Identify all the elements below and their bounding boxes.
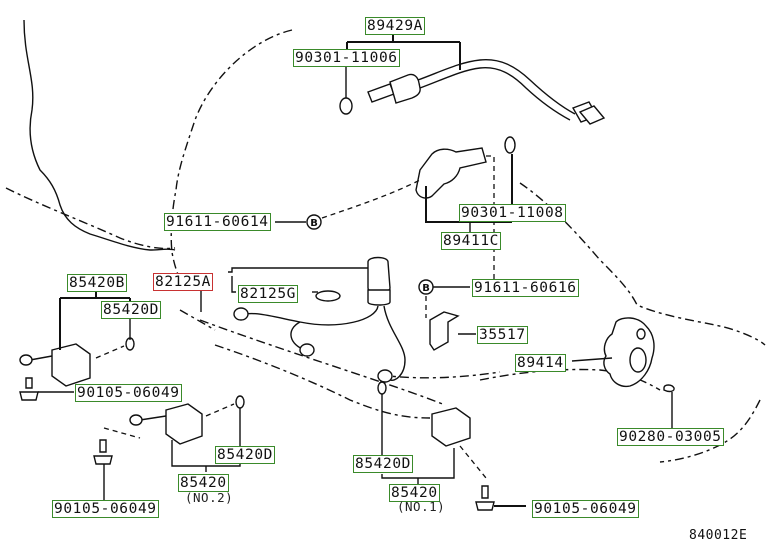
sensor-89429A-drawing (339, 59, 606, 125)
reference-marker-left-text: B (310, 218, 318, 229)
plate-89414-drawing (603, 317, 675, 393)
part-label-85420-no1[interactable]: 85420 (389, 484, 440, 502)
reference-marker-right-text: B (422, 283, 430, 294)
actuator-85420-no1-drawing (377, 381, 495, 511)
actuator-85420B-drawing (19, 337, 135, 401)
reference-marker-left: B (306, 214, 322, 230)
part-label-89411C[interactable]: 89411C (441, 232, 501, 250)
part-label-90280-03005[interactable]: 90280-03005 (617, 428, 724, 446)
bracket-35517-drawing (429, 311, 460, 351)
part-label-90105-06049-left[interactable]: 90105-06049 (75, 384, 182, 402)
part-sublabel-no1: (NO.1) (397, 499, 446, 514)
part-label-90301-11006[interactable]: 90301-11006 (293, 49, 400, 67)
part-label-91611-60616[interactable]: 91611-60616 (472, 279, 579, 297)
part-label-85420-no2[interactable]: 85420 (178, 474, 229, 492)
part-label-82125A[interactable]: 82125A (153, 273, 213, 291)
part-label-85420B[interactable]: 85420B (67, 274, 127, 292)
part-label-90105-06049-bottom[interactable]: 90105-06049 (52, 500, 159, 518)
reference-marker-right: B (418, 279, 434, 295)
part-label-35517[interactable]: 35517 (477, 326, 528, 344)
part-label-85420D-left[interactable]: 85420D (101, 301, 161, 319)
harness-82125A-drawing (233, 256, 406, 383)
part-label-85420D-right[interactable]: 85420D (353, 455, 413, 473)
part-label-85420D-middle[interactable]: 85420D (215, 446, 275, 464)
part-label-82125G[interactable]: 82125G (238, 285, 298, 303)
part-sublabel-no2: (NO.2) (185, 490, 234, 505)
sensor-89411C-drawing (415, 136, 516, 199)
part-label-90301-11008[interactable]: 90301-11008 (459, 204, 566, 222)
leader-lines (38, 34, 673, 507)
figure-number: 840012E (689, 528, 748, 543)
part-label-91611-60614[interactable]: 91611-60614 (164, 213, 271, 231)
part-label-89414[interactable]: 89414 (515, 354, 566, 372)
part-label-89429A[interactable]: 89429A (365, 17, 425, 35)
part-label-90105-06049-right[interactable]: 90105-06049 (532, 500, 639, 518)
